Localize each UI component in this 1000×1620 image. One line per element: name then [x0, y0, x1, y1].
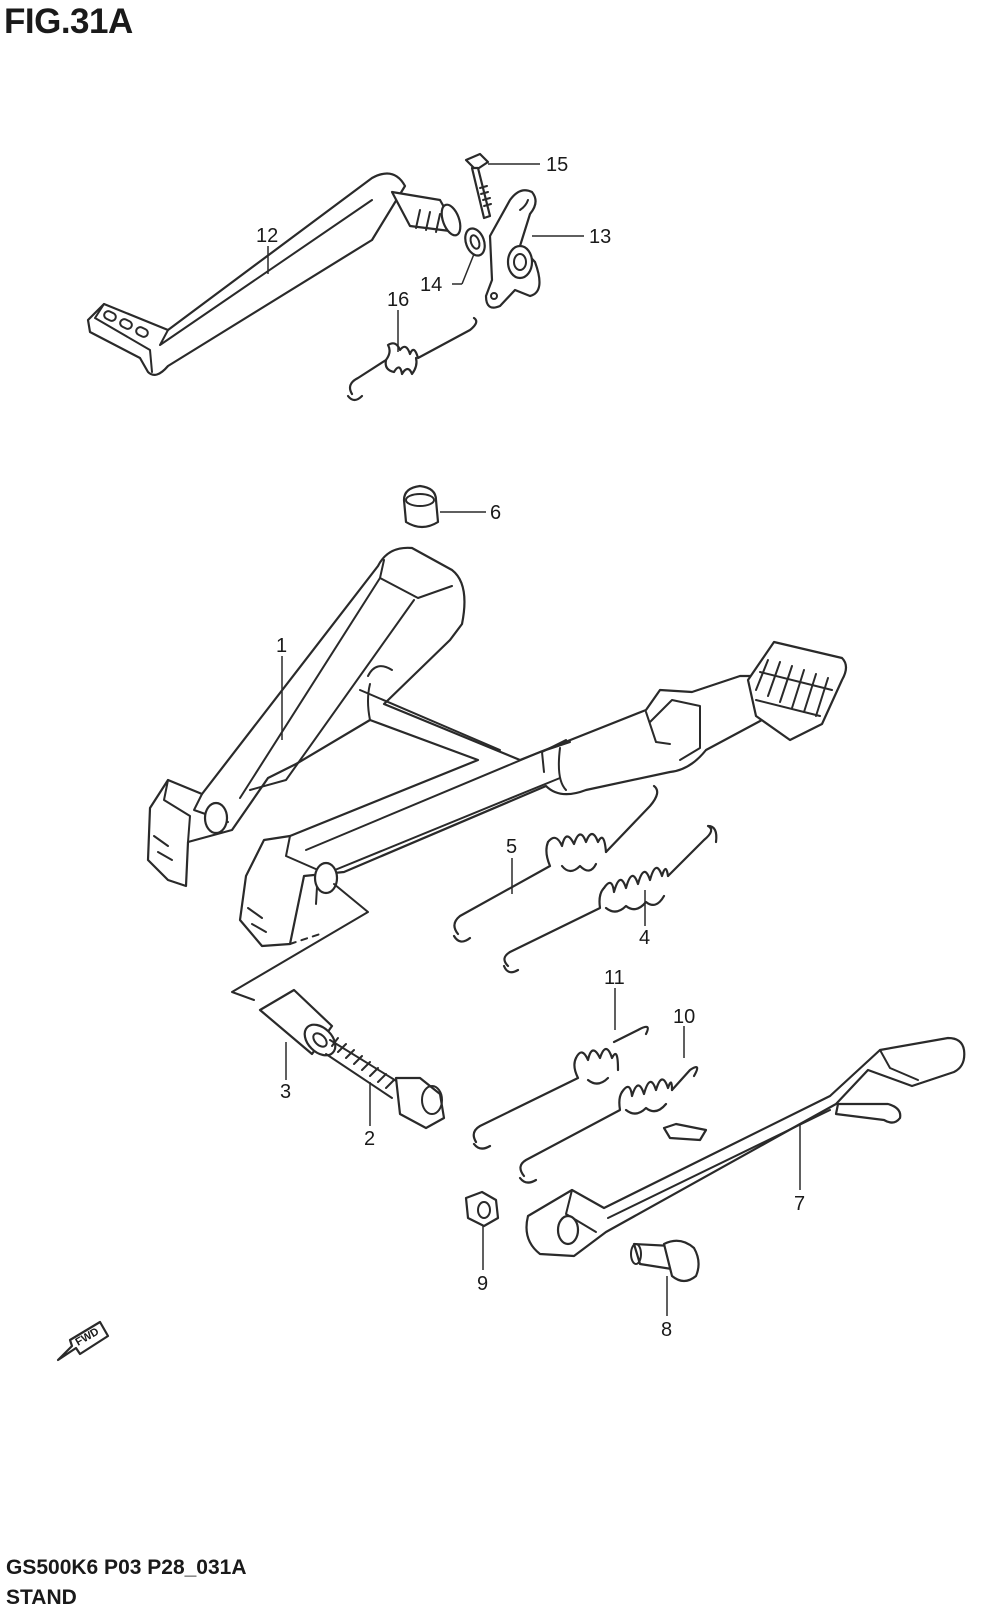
- callout-numbers: 15 13 14 12 16 6 1 5 4 11 10 7 3 2 9 8: [256, 154, 805, 1341]
- stand-spring-4[interactable]: [502, 824, 718, 974]
- diagram-code: GS500K6 P03 P28_031A: [6, 1556, 247, 1579]
- callout-8: 8: [661, 1319, 672, 1341]
- callout-1: 1: [276, 635, 287, 657]
- callout-9: 9: [477, 1273, 488, 1295]
- callout-5: 5: [506, 836, 517, 858]
- callout-6: 6: [490, 502, 501, 524]
- stand-spring-5[interactable]: [452, 784, 659, 943]
- callout-4: 4: [639, 927, 650, 949]
- callout-11: 11: [604, 967, 625, 989]
- brake-pedal-arm[interactable]: [86, 172, 464, 376]
- callout-16: 16: [387, 289, 409, 311]
- center-stand[interactable]: [146, 546, 848, 948]
- stand-stopper[interactable]: [402, 484, 440, 529]
- diagram-name: STAND: [6, 1586, 77, 1609]
- assembly-guide: [231, 883, 369, 1001]
- callout-14: 14: [420, 274, 442, 296]
- callout-7: 7: [794, 1193, 805, 1215]
- forward-arrow-icon: FWD: [56, 1320, 110, 1362]
- stand-spring-11[interactable]: [472, 1025, 649, 1150]
- side-stand-pivot-bolt[interactable]: [630, 1239, 700, 1283]
- callout-13: 13: [589, 226, 611, 248]
- side-stand-nut[interactable]: [464, 1190, 500, 1228]
- stand-bolt[interactable]: [325, 1037, 446, 1130]
- pedal-bolt[interactable]: [464, 152, 492, 220]
- brake-spring[interactable]: [346, 316, 478, 402]
- callout-10: 10: [673, 1006, 695, 1028]
- figure-title: FIG.31A: [4, 2, 133, 41]
- stand-spring-10[interactable]: [518, 1065, 699, 1184]
- leader-lines: [267, 163, 801, 1316]
- callout-3: 3: [280, 1081, 291, 1103]
- side-stand[interactable]: [525, 1036, 966, 1258]
- callout-15: 15: [546, 154, 568, 176]
- pedal-washer[interactable]: [462, 226, 488, 258]
- callout-2: 2: [364, 1128, 375, 1150]
- stand-spacer[interactable]: [258, 988, 341, 1061]
- callout-12: 12: [256, 225, 278, 247]
- brake-lever[interactable]: [484, 189, 541, 309]
